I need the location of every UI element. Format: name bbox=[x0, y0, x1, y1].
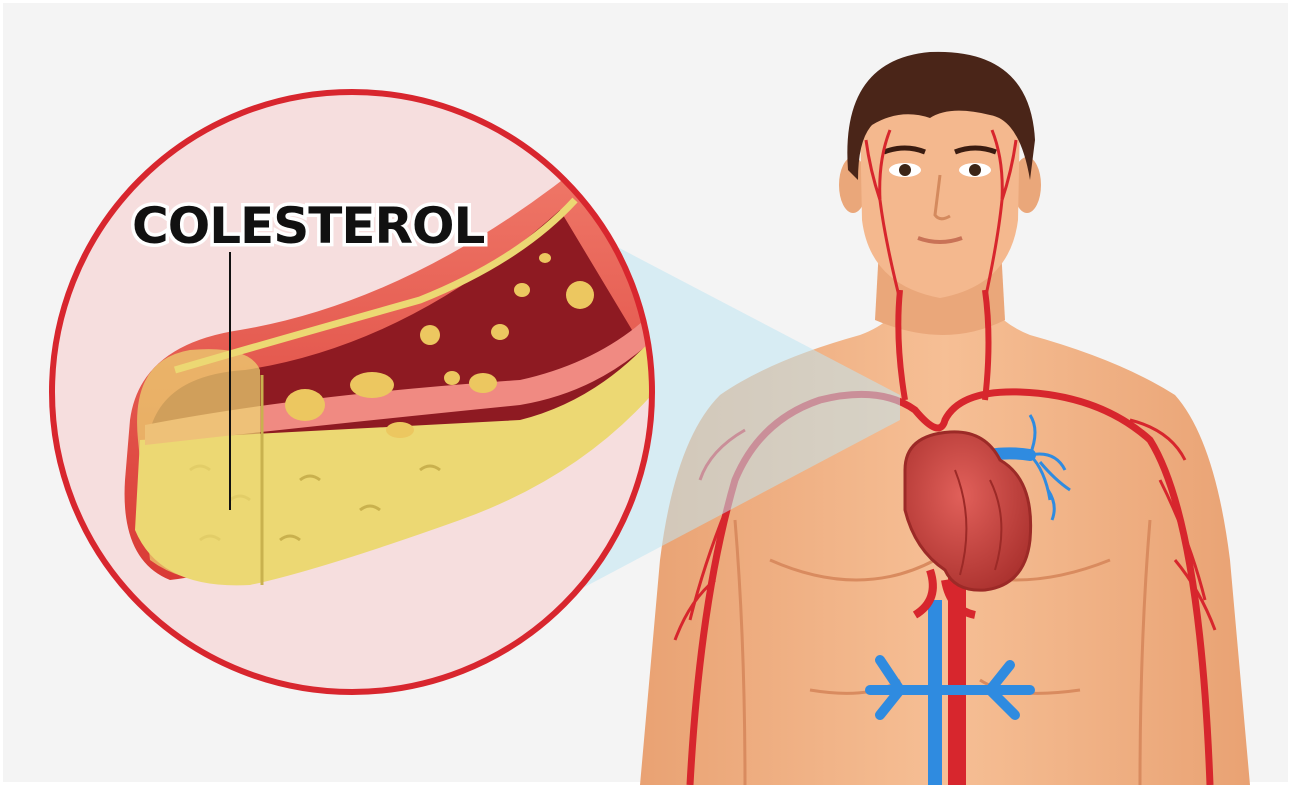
globule bbox=[539, 253, 551, 263]
globule bbox=[491, 324, 509, 340]
cut-face bbox=[137, 349, 260, 582]
cholesterol-label: COLESTEROL bbox=[132, 197, 484, 255]
globule bbox=[285, 389, 325, 421]
pupil-right bbox=[969, 164, 981, 176]
carotid-right bbox=[985, 290, 989, 400]
globule bbox=[566, 281, 594, 309]
globule bbox=[386, 422, 414, 438]
globule bbox=[444, 371, 460, 385]
globule bbox=[420, 325, 440, 345]
globule bbox=[350, 372, 394, 398]
globule bbox=[469, 373, 497, 393]
globule bbox=[514, 283, 530, 297]
pupil-left bbox=[899, 164, 911, 176]
